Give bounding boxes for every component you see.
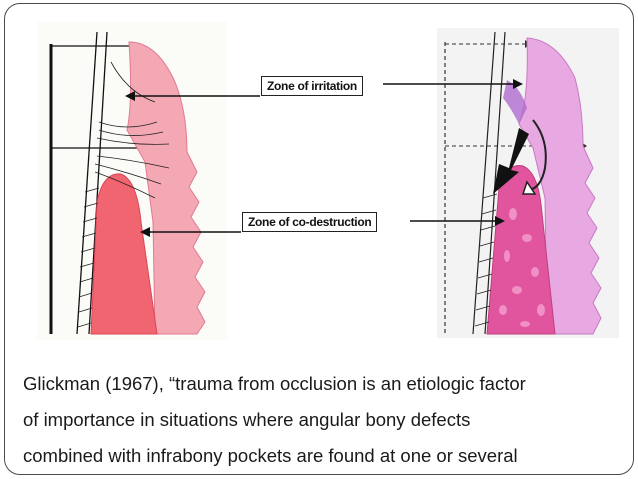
left-gingiva <box>126 41 206 335</box>
caption-line-3: combined with infrabony pockets are foun… <box>23 445 518 466</box>
curved-rotation-arrow-icon <box>528 119 547 191</box>
right-bone-marrow-spots <box>499 208 545 327</box>
caption-line-2: of importance in situations where angula… <box>23 409 471 430</box>
left-tooth-illustration <box>37 22 227 340</box>
left-pdl-hatch <box>77 187 100 328</box>
label-connector-arrows <box>125 79 523 237</box>
left-fiber-lines <box>94 61 170 199</box>
slide-frame: Zone of irritation Zone of co-destructio… <box>4 3 634 475</box>
occlusal-force-arrow-icon <box>493 128 529 194</box>
caption-line-1: Glickman (1967), “trauma from occlusion … <box>23 373 526 394</box>
right-tooth-surface <box>472 31 496 335</box>
caption-text: Glickman (1967), “trauma from occlusion … <box>23 366 623 474</box>
right-diagram-svg <box>444 31 602 335</box>
zone-of-codestruction-label: Zone of co-destruction <box>242 212 378 232</box>
right-pdl-hatch <box>474 193 498 327</box>
left-tooth-surface <box>76 31 98 335</box>
left-diagram-svg <box>49 31 206 335</box>
right-tooth-illustration <box>437 28 619 338</box>
zone-of-irritation-label: Zone of irritation <box>261 76 363 96</box>
left-alveolar-bone <box>90 173 158 335</box>
